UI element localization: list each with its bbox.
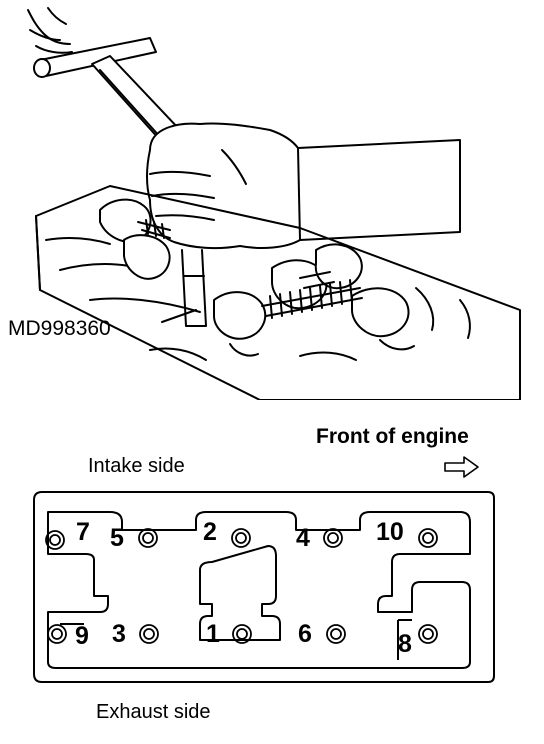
intake-side-label: Intake side	[88, 455, 185, 477]
bolt-number-4: 4	[296, 524, 310, 552]
bolt-number-3: 3	[112, 620, 126, 648]
bolt-number-10: 10	[376, 518, 404, 546]
bolt-number-6: 6	[298, 620, 312, 648]
bolt-number-9: 9	[75, 622, 89, 650]
front-of-engine-label: Front of engine	[316, 425, 469, 448]
bolt-hole-1	[232, 624, 252, 644]
cylinder-head-illustration	[27, 7, 521, 400]
bolt-hole-8	[418, 624, 438, 644]
bolt-hole-2	[231, 528, 251, 548]
bolt-number-7: 7	[76, 518, 90, 546]
bolt-hole-3	[139, 624, 159, 644]
bolt-number-5: 5	[110, 524, 124, 552]
tool-part-number-label: MD998360	[8, 317, 111, 340]
bolt-hole-10	[418, 528, 438, 548]
bolt-hole-5	[138, 528, 158, 548]
arrow-right-outline-icon	[444, 456, 479, 478]
bolt-hole-9	[47, 624, 67, 644]
bolt-hole-7	[45, 530, 65, 550]
bolt-hole-6	[326, 624, 346, 644]
exhaust-side-label: Exhaust side	[96, 701, 211, 723]
head-outline	[33, 491, 495, 683]
bolt-number-1: 1	[206, 620, 220, 648]
bolt-hole-4	[323, 528, 343, 548]
bolt-number-8: 8	[398, 630, 412, 658]
bolt-number-2: 2	[203, 518, 217, 546]
